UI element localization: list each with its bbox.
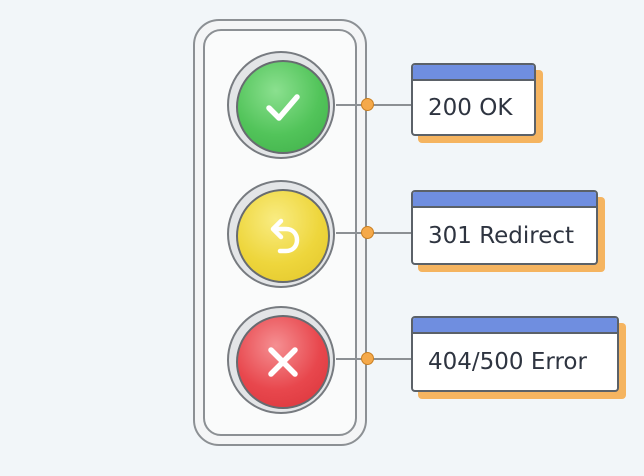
undo-arrow-icon [270, 218, 300, 254]
checkmark-icon [266, 94, 300, 121]
red-light [227, 306, 335, 414]
status-card-ok: 200 OK [411, 63, 536, 136]
connector-line-ok [336, 104, 412, 106]
yellow-light [227, 180, 335, 288]
x-cross-icon [268, 347, 298, 377]
green-light-lens [236, 60, 330, 154]
card-header-bar [413, 192, 596, 208]
green-light [227, 51, 335, 159]
status-label-ok: 200 OK [428, 94, 513, 121]
yellow-light-lens [236, 189, 330, 283]
connector-line-redirect [336, 232, 412, 234]
card-header-bar [413, 318, 617, 334]
status-card-redirect: 301 Redirect [411, 190, 598, 265]
connector-dot-redirect [361, 226, 374, 239]
status-card-error: 404/500 Error [411, 316, 619, 392]
status-label-redirect: 301 Redirect [428, 222, 575, 249]
connector-dot-error [361, 352, 374, 365]
connector-line-error [336, 358, 412, 360]
connector-dot-ok [361, 98, 374, 111]
status-label-error: 404/500 Error [428, 349, 587, 375]
red-light-lens [236, 315, 330, 409]
card-header-bar [413, 65, 534, 81]
